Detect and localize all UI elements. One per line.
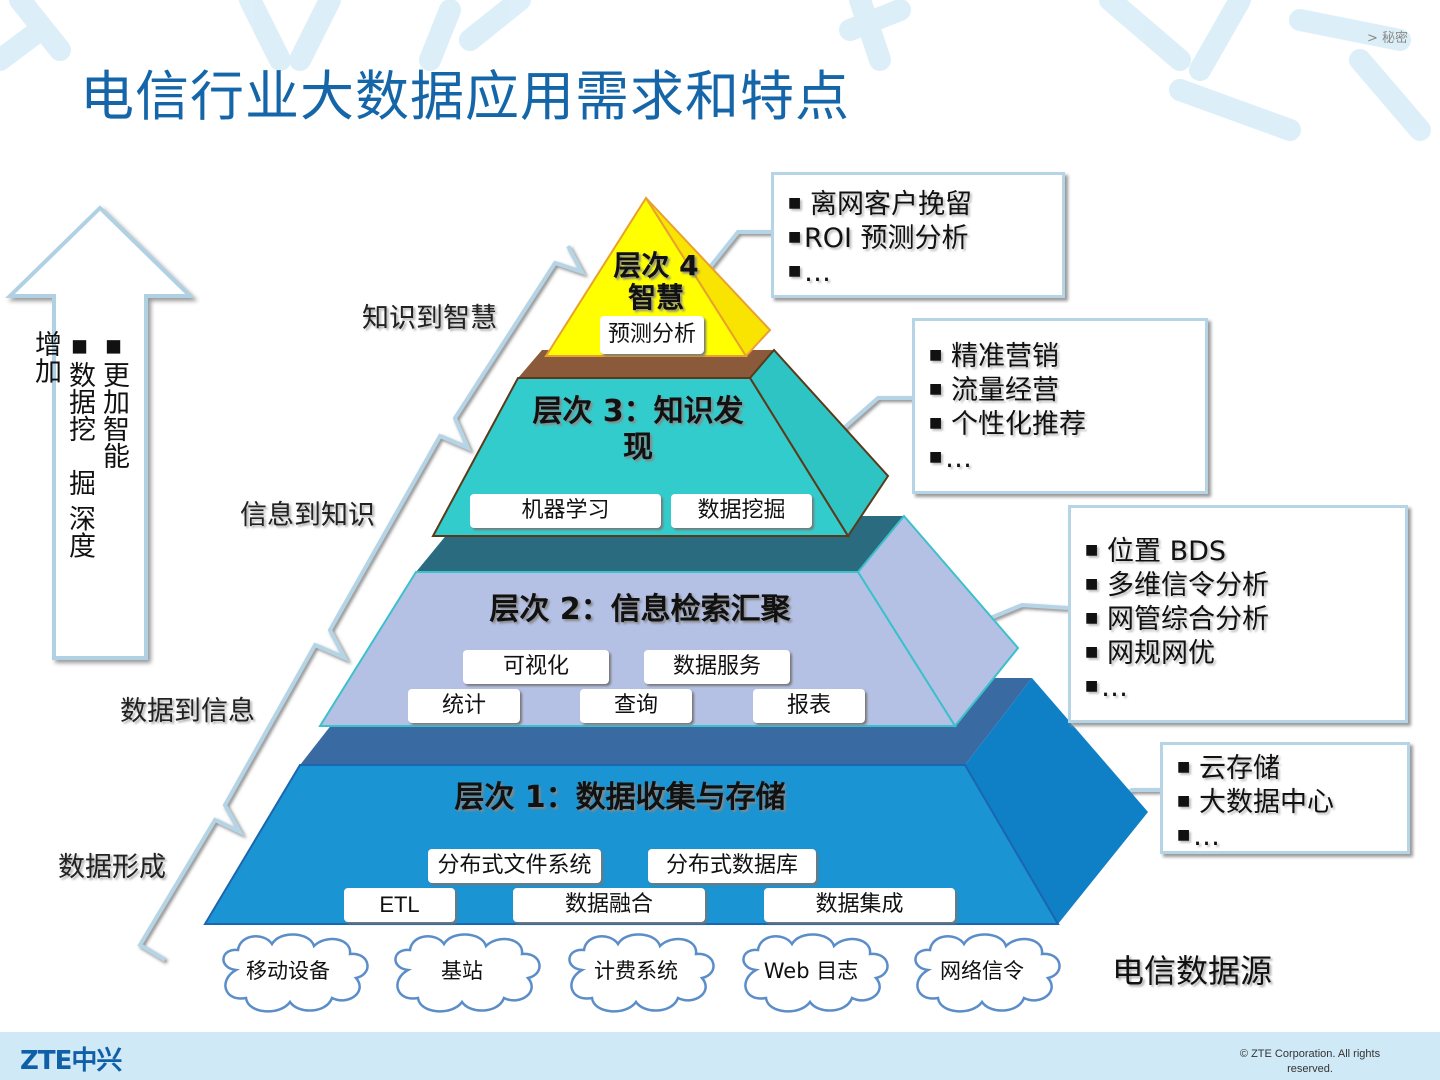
level-2-title: 层次 2：信息检索汇聚 xyxy=(489,592,791,627)
cloud-label-network-signaling: 网络信令 xyxy=(940,959,1024,983)
callout-level-4: ■离网客户挽留 ■ROI 预测分析 ■… xyxy=(771,172,1065,298)
tag-visualization: 可视化 xyxy=(463,650,609,684)
level-4-title-line1: 层次 4 xyxy=(613,249,699,282)
callout-4-item-1: ■离网客户挽留 xyxy=(788,189,972,220)
callout-1-item-1: ■云存储 xyxy=(1177,753,1280,784)
callout-4-item-2: ■ROI 预测分析 xyxy=(788,223,969,254)
tag-distributed-file-system: 分布式文件系统 xyxy=(428,849,601,883)
cloud-label-web-log: Web 目志 xyxy=(763,959,859,983)
callout-2-item-4: ■网规网优 xyxy=(1085,638,1215,669)
callout-2-item-3: ■网管综合分析 xyxy=(1085,604,1269,635)
level-3-title-line1: 层次 3：知识发 xyxy=(532,394,744,429)
callout-level-3: ■精准营销 ■流量经营 ■个性化推荐 ■… xyxy=(912,318,1208,494)
arrow-bullet-1: ▪更加智能 xyxy=(98,330,129,469)
stair-label-data-to-info: 数据到信息 xyxy=(120,696,255,727)
tag-query: 查询 xyxy=(580,689,692,723)
tag-data-integration: 数据集成 xyxy=(764,888,955,922)
callout-3-item-4: ■… xyxy=(929,443,972,474)
tag-distributed-database: 分布式数据库 xyxy=(648,849,816,883)
callout-3-item-2: ■流量经营 xyxy=(929,375,1059,406)
tag-data-fusion: 数据融合 xyxy=(513,888,705,922)
tag-data-mining: 数据挖掘 xyxy=(671,494,812,528)
level-3-title: 层次 3：知识发 现 xyxy=(500,394,776,466)
tag-statistics: 统计 xyxy=(408,689,520,723)
tag-machine-learning: 机器学习 xyxy=(470,494,661,528)
arrow-bullet-3: 增加 xyxy=(30,330,61,384)
tag-data-service: 数据服务 xyxy=(644,650,790,684)
callout-4-item-3: ■… xyxy=(788,257,831,288)
callout-level-2: ■位置 BDS ■多维信令分析 ■网管综合分析 ■网规网优 ■… xyxy=(1068,505,1408,723)
level-4-title-line2: 智慧 xyxy=(627,281,684,314)
callout-2-item-5: ■… xyxy=(1085,672,1128,703)
footer-bar xyxy=(0,1032,1440,1080)
arrow-text: ▪更加智能 ▪数据挖 掘 深度 增加 xyxy=(28,330,130,630)
cloud-label-mobile-devices: 移动设备 xyxy=(246,959,330,983)
callout-2-item-2: ■多维信令分析 xyxy=(1085,570,1269,601)
callout-3-item-3: ■个性化推荐 xyxy=(929,409,1086,440)
page-title: 电信行业大数据应用需求和特点 xyxy=(80,65,850,128)
tag-report: 报表 xyxy=(753,689,865,723)
tag-predictive-analysis: 预测分析 xyxy=(600,316,704,354)
callout-2-item-1: ■位置 BDS xyxy=(1085,536,1227,567)
confidential-label: > 秘密 xyxy=(1366,31,1408,46)
cloud-label-base-station: 基站 xyxy=(441,959,483,983)
callout-3-item-1: ■精准营销 xyxy=(929,341,1059,372)
level-4-title: 层次 4 智慧 xyxy=(586,250,726,314)
stair-label-info-to-knowledge: 信息到知识 xyxy=(240,500,375,531)
stair-label-knowledge-to-wisdom: 知识到智慧 xyxy=(362,303,497,334)
background-snowflake-decoration xyxy=(0,0,1431,141)
callout-1-item-2: ■大数据中心 xyxy=(1177,787,1334,818)
callout-1-item-3: ■… xyxy=(1177,821,1220,852)
up-arrow-shape xyxy=(5,205,195,660)
copyright-text: © ZTE Corporation. All rights reserved. xyxy=(1239,1048,1381,1075)
callout-level-1: ■云存储 ■大数据中心 ■… xyxy=(1160,742,1410,854)
cloud-label-billing-system: 计费系统 xyxy=(594,959,678,983)
level-1-title: 层次 1：数据收集与存储 xyxy=(454,780,786,815)
arrow-bullet-2: ▪数据挖 掘 深度 xyxy=(64,330,95,559)
data-source-label: 电信数据源 xyxy=(1112,952,1273,990)
level-3-title-line2: 现 xyxy=(623,430,653,465)
tag-etl: ETL xyxy=(344,888,455,922)
stair-label-data-formation: 数据形成 xyxy=(58,852,166,883)
zte-logo: ZTE中兴 xyxy=(20,1046,122,1076)
